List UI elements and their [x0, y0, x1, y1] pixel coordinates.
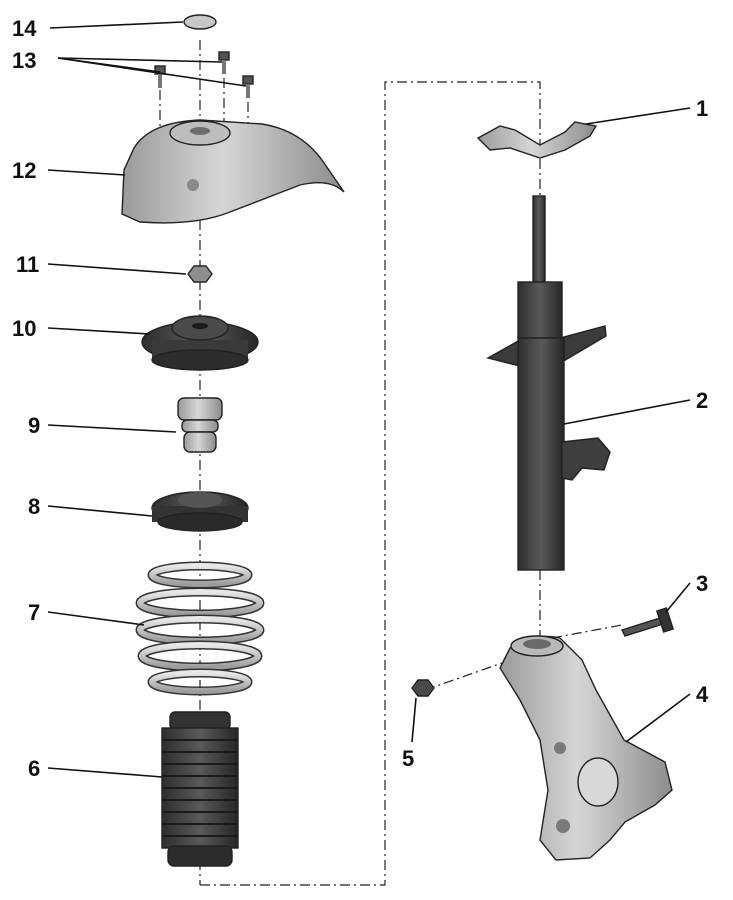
callout-4: 4 [696, 682, 709, 707]
part-dust-boot [161, 711, 239, 867]
callout-1: 1 [696, 96, 708, 121]
callout-13: 13 [12, 48, 36, 73]
callout-6: 6 [28, 756, 40, 781]
callout-8: 8 [28, 494, 40, 519]
callout-10: 10 [12, 316, 36, 341]
part-cap [183, 14, 217, 30]
callout-5: 5 [402, 746, 414, 771]
part-spring-seat [151, 491, 249, 532]
part-strut-cover [121, 119, 345, 224]
part-strut-mount [141, 315, 259, 371]
callout-9: 9 [28, 413, 40, 438]
part-shock-absorber [486, 195, 611, 571]
callout-12: 12 [12, 158, 36, 183]
part-upper-bracket [476, 121, 598, 159]
callout-14: 14 [12, 16, 37, 41]
part-bump-stop [177, 397, 223, 453]
part-nut [187, 265, 213, 283]
callout-2: 2 [696, 388, 708, 413]
part-bolts [154, 51, 254, 98]
callout-labels: 14 13 12 11 10 9 8 7 6 1 2 3 4 5 [12, 16, 709, 781]
callout-3: 3 [696, 571, 708, 596]
leader-lines [47, 21, 691, 778]
part-small-nut [411, 679, 435, 697]
part-coil-spring [135, 561, 265, 696]
part-steering-knuckle [499, 635, 673, 861]
callout-11: 11 [16, 252, 39, 277]
part-long-bolt [621, 607, 675, 637]
callout-7: 7 [28, 600, 40, 625]
